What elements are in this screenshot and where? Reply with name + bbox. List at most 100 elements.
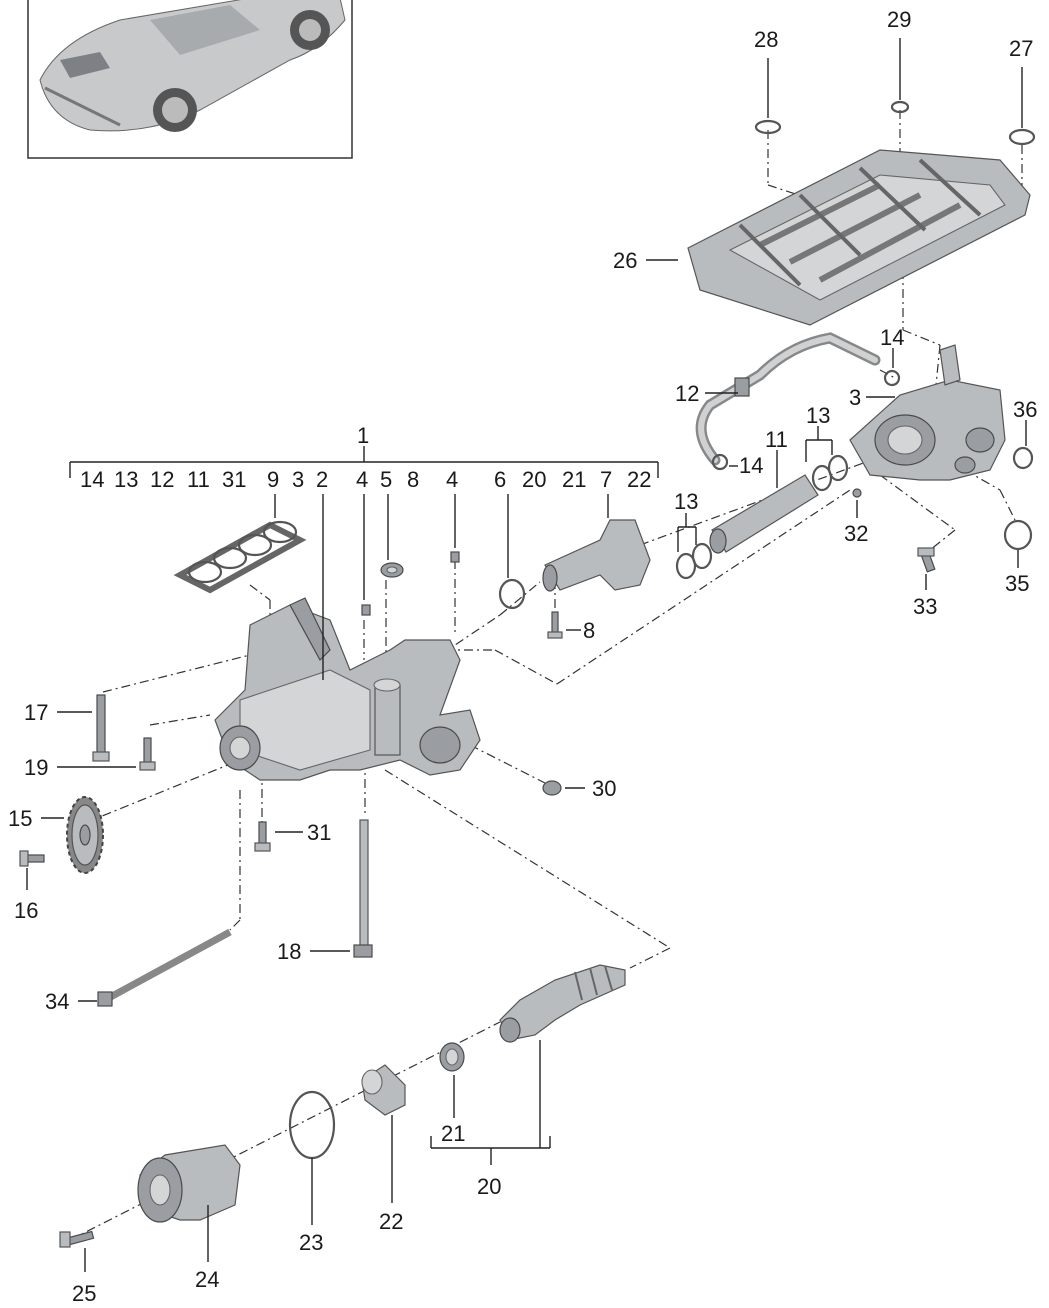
svg-text:8: 8 (583, 618, 595, 643)
svg-text:26: 26 (613, 248, 637, 273)
svg-text:23: 23 (299, 1230, 323, 1255)
callout-7: 7 (607, 494, 609, 518)
callout-29: 29 (887, 7, 911, 100)
callout-28: 28 (754, 27, 778, 118)
svg-text:28: 28 (754, 27, 778, 52)
cylinder-head-cover (687, 149, 1031, 326)
callout-32: 32 (844, 500, 868, 546)
svg-text:14: 14 (739, 453, 763, 478)
orings-13 (675, 454, 849, 580)
callout-14-top: 14 (880, 325, 904, 368)
svg-text:17: 17 (24, 700, 48, 725)
svg-text:20: 20 (477, 1174, 501, 1199)
callout-27: 27 (1009, 36, 1033, 128)
svg-text:29: 29 (887, 7, 911, 32)
group-item: 6 (494, 467, 506, 492)
svg-text:3: 3 (849, 385, 861, 410)
bolt-33 (917, 547, 936, 573)
filter-21 (439, 1042, 465, 1072)
svg-text:22: 22 (379, 1209, 403, 1234)
svg-text:14: 14 (880, 325, 904, 350)
svg-text:18: 18 (277, 939, 301, 964)
callout-20: 20 (430, 1040, 551, 1199)
bolt-25 (59, 1230, 95, 1248)
upper-seals (754, 100, 1036, 146)
svg-text:16: 16 (14, 898, 38, 923)
svg-text:31: 31 (307, 820, 331, 845)
group-item: 4 (446, 467, 458, 492)
callout-17: 17 (24, 700, 92, 725)
callout-12: 12 (675, 381, 738, 406)
svg-text:34: 34 (45, 989, 69, 1014)
svg-text:13: 13 (674, 489, 698, 514)
callout-3-right: 3 (849, 385, 895, 410)
group-item-list: 14 13 12 11 31 9 3 2 4 5 8 4 6 20 21 7 2… (80, 467, 651, 492)
cover-24 (137, 1144, 241, 1223)
group-item: 21 (562, 467, 586, 492)
group-item: 14 (80, 467, 104, 492)
plug-30 (542, 780, 562, 796)
svg-text:33: 33 (913, 594, 937, 619)
callout-8: 8 (566, 618, 595, 643)
svg-text:19: 19 (24, 755, 48, 780)
small-seals-14 (711, 369, 901, 471)
pump-seals (852, 446, 1034, 551)
long-bolt-34 (97, 928, 232, 1007)
callout-26: 26 (613, 248, 678, 273)
svg-text:13: 13 (806, 403, 830, 428)
callout-13-left: 13 (674, 489, 698, 552)
group-item: 7 (600, 467, 612, 492)
pipe-sleeve-11 (709, 474, 819, 554)
bolts-left (92, 694, 271, 852)
svg-text:15: 15 (8, 806, 32, 831)
group-item: 3 (292, 467, 304, 492)
svg-text:32: 32 (844, 521, 868, 546)
group-item: 31 (222, 467, 246, 492)
sleeve-22 (361, 1064, 406, 1116)
callout-14-left: 14 (729, 453, 763, 478)
main-pump-body (214, 597, 481, 781)
callout-24: 24 (195, 1205, 219, 1292)
callout-34: 34 (45, 989, 97, 1014)
group-item: 2 (316, 467, 328, 492)
bolt-8 (547, 611, 563, 639)
group-item: 20 (522, 467, 546, 492)
svg-text:27: 27 (1009, 36, 1033, 61)
gasket-9 (173, 520, 307, 594)
callout-31: 31 (275, 820, 331, 845)
callout-2: 2 (316, 467, 328, 492)
group-item: 4 (356, 467, 368, 492)
callout-35: 35 (1005, 550, 1029, 596)
callout-5: 5 (380, 467, 392, 492)
group-item: 8 (407, 467, 419, 492)
callout-22: 22 (379, 1115, 403, 1234)
group-bracket: 1 (69, 423, 659, 478)
callout-23: 23 (299, 1158, 323, 1255)
callout-11: 11 (765, 427, 788, 488)
callout-9: 9 (267, 467, 279, 492)
intake-elbow-7 (542, 519, 651, 592)
group-item: 9 (267, 467, 279, 492)
callout-25: 25 (72, 1248, 96, 1306)
oil-pump-housing (849, 344, 1006, 481)
callout-6-text: 6 (494, 467, 506, 492)
callout-16: 16 (14, 868, 38, 923)
callout-4-stems (274, 494, 456, 680)
group-item: 13 (114, 467, 138, 492)
callout-36: 36 (1013, 397, 1037, 446)
svg-text:25: 25 (72, 1281, 96, 1306)
callout-13-right: 13 (805, 403, 833, 462)
svg-text:12: 12 (675, 381, 699, 406)
svg-text:36: 36 (1013, 397, 1037, 422)
callout-18: 18 (277, 939, 350, 964)
small-parts-4-5 (361, 551, 460, 616)
callout-30: 30 (565, 776, 616, 801)
callout-19: 19 (24, 755, 136, 780)
callout-33: 33 (913, 574, 937, 619)
group-item: 22 (627, 467, 651, 492)
callout-15: 15 (8, 806, 64, 831)
long-bolt-18 (353, 819, 373, 958)
sprocket-15 (66, 796, 104, 874)
oil-pipe (695, 332, 881, 466)
